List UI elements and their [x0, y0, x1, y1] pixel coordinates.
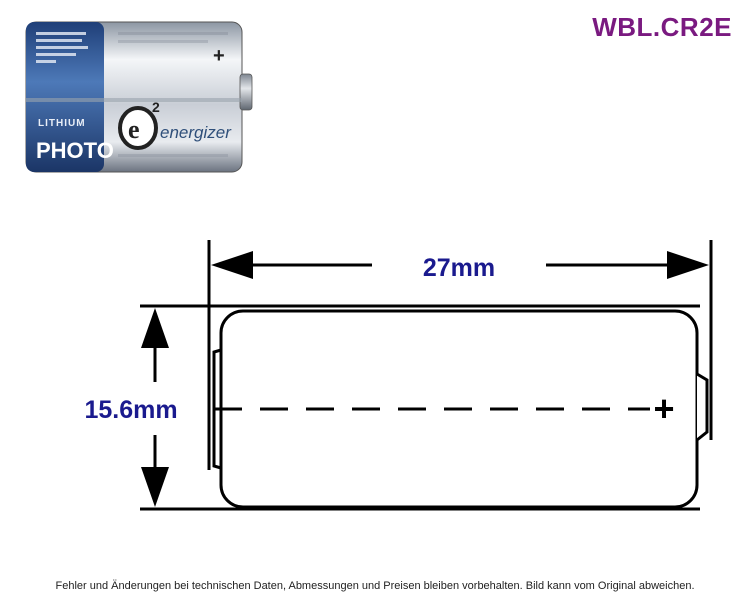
diameter-label: 15.6mm	[84, 396, 177, 424]
battery-brand-text: energizer	[160, 123, 232, 142]
battery-type-text: PHOTO	[36, 138, 114, 163]
diameter-dimension-arrow	[141, 308, 169, 507]
disclaimer-footer: Fehler und Änderungen bei technischen Da…	[55, 580, 695, 592]
battery-logo-superscript: 2	[152, 99, 160, 115]
battery-logo: e	[128, 115, 140, 144]
positive-terminal-symbol: +	[653, 388, 674, 429]
length-label: 27mm	[423, 254, 495, 282]
battery-photo: + LITHIUM PHOTO e 2 energizer	[18, 14, 256, 196]
battery-plus-symbol: +	[213, 45, 225, 67]
product-code: WBL.CR2E	[592, 12, 732, 42]
battery-photo-graphic: + LITHIUM PHOTO e 2 energizer	[25, 21, 253, 173]
length-dimension-arrow	[211, 251, 709, 279]
battery-chemistry-text: LITHIUM	[38, 118, 86, 129]
